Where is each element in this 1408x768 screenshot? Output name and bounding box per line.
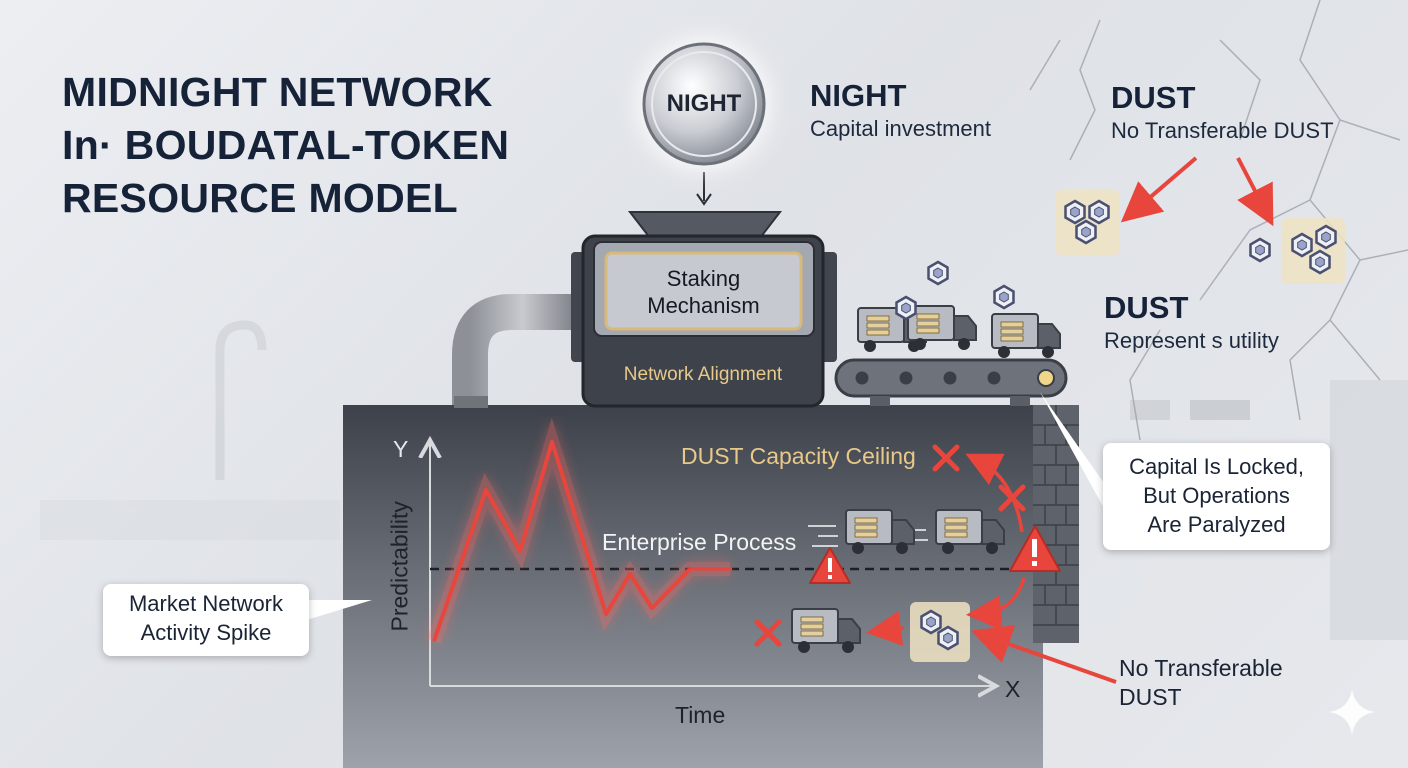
y-axis-title: Predictability <box>386 501 413 632</box>
x-axis-letter: X <box>1005 676 1021 702</box>
staking-line-1: Staking <box>666 266 741 291</box>
capital-locked-callout: Capital Is Locked, But Operations Are Pa… <box>1103 443 1330 550</box>
market-spike-callout: Market Network Activity Spike <box>103 584 309 656</box>
warning-icon <box>1009 525 1061 572</box>
no-transferable-dust-label: No Transferable DUST <box>1119 654 1283 712</box>
capacity-ceiling-label: DUST Capacity Ceiling <box>681 443 916 469</box>
red-arrows-panel <box>866 453 1117 684</box>
dust-token-tile-right <box>1281 218 1345 284</box>
enterprise-process-label: Enterprise Process <box>602 529 797 555</box>
dust-caption-mid: Represent s utility <box>1104 328 1279 353</box>
staking-line-2: Mechanism <box>647 293 760 318</box>
night-caption: Capital investment <box>810 116 991 141</box>
network-alignment-label: Network Alignment <box>623 364 783 385</box>
market-callout-line-2: Activity Spike <box>140 620 272 645</box>
chart-axes <box>430 442 994 686</box>
dust-heading-mid: DUST <box>1104 290 1189 325</box>
dust-token-tile-panel <box>910 602 970 662</box>
background-scenery <box>40 320 1408 640</box>
intake-pipe <box>452 294 575 405</box>
dust-caption-top: No Transferable DUST <box>1111 118 1334 143</box>
market-activity-line <box>427 417 732 644</box>
market-callout-line-1: Market Network <box>128 591 284 616</box>
staking-machine <box>571 211 837 408</box>
no-transfer-line-1: No Transferable <box>1119 655 1283 681</box>
callout-pointer <box>300 600 372 622</box>
red-arrows-top <box>1120 156 1274 227</box>
crack-lines <box>1029 0 1408 441</box>
y-axis-letter: Y <box>393 436 409 462</box>
hexagon-token-icon <box>993 284 1015 310</box>
night-coin-icon <box>636 36 772 172</box>
truck-icon <box>991 313 1061 359</box>
night-heading: NIGHT <box>810 78 907 113</box>
locked-callout-line-1: Capital Is Locked, <box>1129 454 1304 479</box>
dust-heading-top: DUST <box>1111 80 1196 115</box>
hexagon-token-icon <box>1249 237 1271 263</box>
dust-token-tile-left <box>1055 190 1120 255</box>
title-line-2: In· BOUDATAL-TOKEN <box>62 122 510 168</box>
locked-callout-line-3: Are Paralyzed <box>1147 512 1286 537</box>
hexagon-token-icon <box>895 295 917 321</box>
page-title: MIDNIGHT NETWORK In· BOUDATAL-TOKEN RESO… <box>62 66 509 225</box>
locked-callout-line-2: But Operations <box>1143 483 1290 508</box>
title-line-1: MIDNIGHT NETWORK <box>62 69 493 115</box>
callout-pointer <box>1040 392 1106 512</box>
truck-icon <box>907 305 977 351</box>
title-line-3: RESOURCE MODEL <box>62 175 459 221</box>
hexagon-token-icon <box>927 260 949 286</box>
warning-icon <box>809 547 851 584</box>
conveyor-belt <box>834 358 1068 406</box>
no-transfer-line-2: DUST <box>1119 684 1182 710</box>
coin-label: NIGHT <box>666 90 742 117</box>
staking-mechanism-label: Staking Mechanism <box>606 265 801 319</box>
x-axis-title: Time <box>675 702 726 728</box>
sparkle-icon <box>1329 689 1375 735</box>
